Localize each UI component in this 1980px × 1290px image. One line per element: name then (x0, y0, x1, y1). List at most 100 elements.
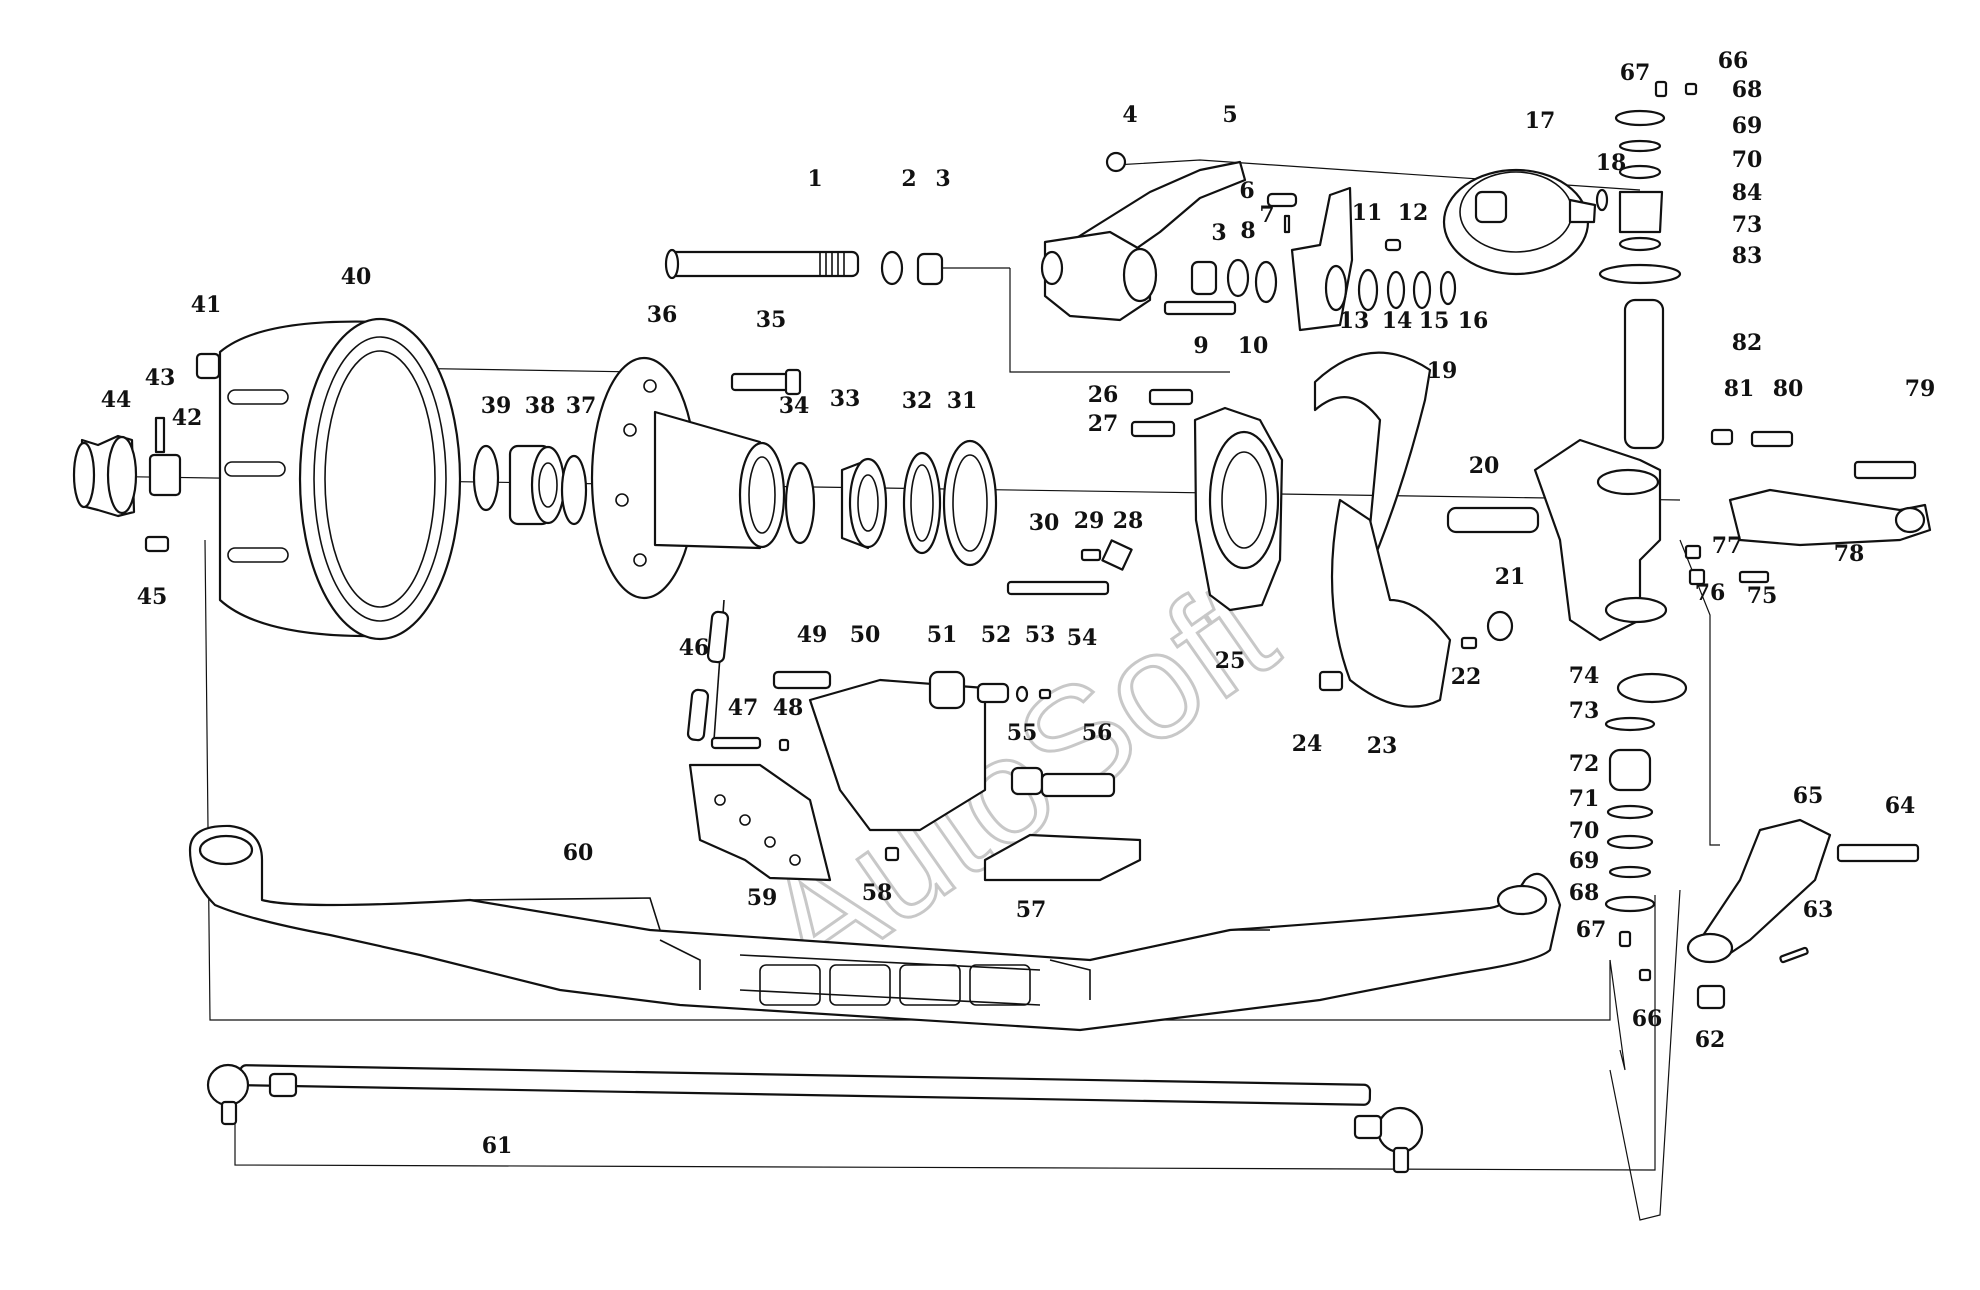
dust-shield-upper (1313, 351, 1432, 582)
callout-64: 64 (1885, 793, 1916, 819)
nut-76 (1688, 568, 1706, 586)
inner-bearing (840, 457, 888, 550)
brake-spider (1193, 406, 1284, 612)
stop-bolt (1460, 636, 1478, 650)
brake-shoe (808, 678, 987, 832)
callout-84: 84 (1732, 180, 1763, 206)
bolt-80 (1750, 430, 1794, 448)
callout-11: 11 (1352, 200, 1383, 226)
bearing-race (902, 451, 942, 555)
callout-39: 39 (481, 393, 512, 419)
callout-55: 55 (1007, 720, 1038, 746)
callout-32: 32 (902, 388, 933, 414)
callout-6: 6 (1239, 178, 1254, 204)
callout-19: 19 (1427, 358, 1458, 384)
chamber-washer (1595, 188, 1609, 212)
washer-53 (1015, 685, 1029, 703)
callout-41: 41 (191, 292, 222, 318)
grease-nipple-67 (1618, 930, 1632, 948)
callout-70: 70 (1569, 818, 1600, 844)
bracket-bolt (1384, 238, 1402, 252)
callout-33: 33 (830, 386, 861, 412)
washer (1226, 258, 1250, 298)
callout-45: 45 (137, 584, 168, 610)
callout-57: 57 (1016, 897, 1047, 923)
adjuster-pin (1266, 192, 1298, 208)
pin-75 (1738, 570, 1770, 584)
callout-37: 37 (566, 393, 597, 419)
callout-21: 21 (1495, 564, 1526, 590)
callout-82: 82 (1732, 330, 1763, 356)
hub-cap (72, 434, 138, 518)
callout-78: 78 (1834, 541, 1865, 567)
callout-36: 36 (647, 302, 678, 328)
kingpin-stack (1598, 80, 1698, 450)
seal-ring (1254, 260, 1278, 304)
ring-70-lower (1606, 834, 1654, 850)
callout-80: 80 (1773, 376, 1804, 402)
callout-52: 52 (981, 622, 1012, 648)
spring-pin (710, 736, 762, 750)
callout-46: 46 (679, 635, 710, 661)
callout-2: 2 (901, 166, 916, 192)
spring-clip (778, 738, 790, 752)
callout-54: 54 (1067, 625, 1098, 651)
callout-20: 20 (1469, 453, 1500, 479)
thrust-washer (472, 444, 500, 512)
callout-56: 56 (1082, 720, 1113, 746)
steering-knuckle (1446, 438, 1668, 642)
bolt-27 (1130, 420, 1176, 438)
ring-73-lower (1604, 716, 1656, 732)
anchor-bolt (1006, 580, 1110, 596)
callout-13: 13 (1339, 308, 1370, 334)
bushing (1190, 260, 1218, 296)
callout-16: 16 (1458, 308, 1489, 334)
steering-arm (1728, 488, 1932, 547)
callout-25: 25 (1215, 648, 1246, 674)
plug (1318, 670, 1344, 692)
callout-72: 72 (1569, 751, 1600, 777)
callout-4: 4 (1122, 102, 1137, 128)
callout-77: 77 (1712, 533, 1743, 559)
callout-1: 1 (807, 166, 822, 192)
bolt-26 (1148, 388, 1194, 406)
bolt (1163, 300, 1237, 316)
callout-27: 27 (1088, 411, 1119, 437)
callout-74: 74 (1569, 663, 1600, 689)
callout-69: 69 (1732, 113, 1763, 139)
callout-59: 59 (747, 885, 778, 911)
callout-24: 24 (1292, 731, 1323, 757)
callout-12: 12 (1398, 200, 1429, 226)
bearing-spacer (560, 454, 588, 526)
callout-28: 28 (1113, 508, 1144, 534)
callout-71: 71 (1569, 786, 1600, 812)
tie-rod-arm (1686, 818, 1832, 964)
callout-76: 76 (1695, 580, 1726, 606)
slack-adjuster (1040, 151, 1247, 322)
callout-58: 58 (862, 880, 893, 906)
callout-14: 14 (1382, 308, 1413, 334)
ring-71 (1606, 804, 1654, 820)
anchor-pin (1040, 772, 1116, 798)
callout-51: 51 (927, 622, 958, 648)
tie-rod (206, 1063, 1424, 1174)
hub-oil-seal (942, 439, 998, 567)
callout-63: 63 (1803, 897, 1834, 923)
wheel-stud (730, 368, 802, 396)
callout-69: 69 (1569, 848, 1600, 874)
callout-73: 73 (1569, 698, 1600, 724)
callout-61: 61 (482, 1133, 513, 1159)
callout-8: 8 (1240, 218, 1255, 244)
grease-fitting-81 (1710, 428, 1734, 446)
axle-beam (188, 824, 1562, 1032)
callout-7: 7 (1259, 202, 1274, 228)
camshaft (664, 248, 860, 280)
callout-40: 40 (341, 264, 372, 290)
shaft-bushing (916, 252, 944, 286)
kingpin-bushing (1608, 748, 1652, 792)
callout-75: 75 (1747, 583, 1778, 609)
cotter-54 (1038, 688, 1052, 700)
callout-31: 31 (947, 388, 978, 414)
